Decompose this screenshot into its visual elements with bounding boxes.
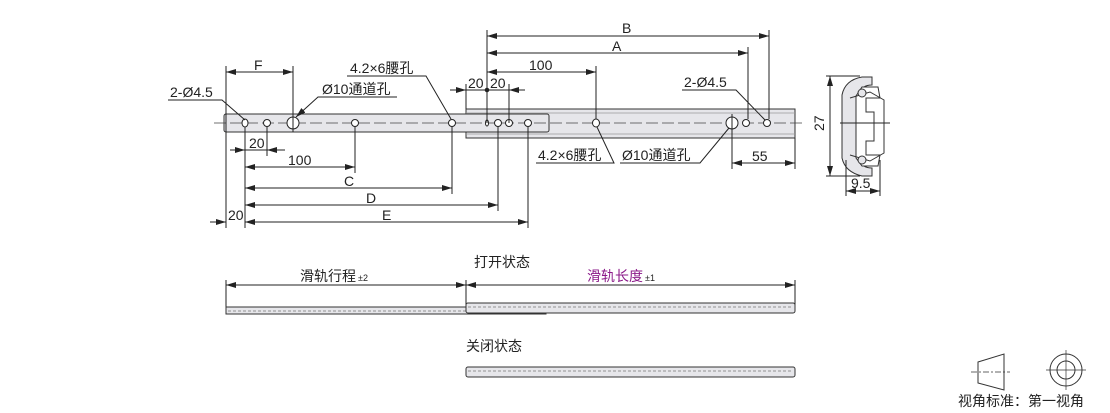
dim-100-top: 100 <box>529 57 553 73</box>
dim-E: E <box>382 207 391 223</box>
open-state-label: 打开状态 <box>474 254 530 270</box>
callout-slot-right: 4.2×6腰孔 <box>538 147 601 163</box>
stroke-label: 滑轨行程±2 <box>300 268 368 284</box>
dim-20-bottom: 20 <box>249 135 265 151</box>
callouts: 2-Ø4.5 Ø10通道孔 4.2×6腰孔 4.2×6腰孔 Ø10通道孔 2-Ø… <box>168 60 766 164</box>
callout-through-hole-right: Ø10通道孔 <box>622 147 690 163</box>
closed-state-label: 关闭状态 <box>466 338 522 354</box>
length-label: 滑轨长度±1 <box>587 268 655 284</box>
dimension-labels: F B A 100 20 20 20 100 C D E 20 55 <box>228 20 768 223</box>
cross-section-view: 27 9.5 <box>811 75 890 196</box>
dimension-lines <box>210 33 795 225</box>
dim-A: A <box>612 38 622 54</box>
dim-9-5: 9.5 <box>851 175 871 191</box>
dim-27: 27 <box>811 115 827 131</box>
callout-through-hole-left: Ø10通道孔 <box>322 81 390 97</box>
state-views: 打开状态 滑轨行程±2 滑轨长度±1 关闭状态 <box>225 254 796 378</box>
dim-F: F <box>254 57 263 73</box>
dim-20a: 20 <box>468 75 484 91</box>
extension-lines <box>225 30 796 228</box>
top-view <box>214 108 805 139</box>
dim-100-bottom: 100 <box>288 152 312 168</box>
dim-D: D <box>366 190 376 206</box>
callout-mount-hole-right: 2-Ø4.5 <box>684 74 727 90</box>
callout-mount-hole-left: 2-Ø4.5 <box>170 84 213 100</box>
dim-20-left: 20 <box>228 207 244 223</box>
dim-B: B <box>622 20 631 36</box>
holes <box>241 116 771 130</box>
callout-slot-left: 4.2×6腰孔 <box>350 60 413 76</box>
projection-symbol: 视角标准：第一视角 <box>958 350 1086 409</box>
dim-C: C <box>344 173 354 189</box>
dim-20b: 20 <box>490 75 506 91</box>
dim-55: 55 <box>752 148 768 164</box>
projection-label: 视角标准：第一视角 <box>958 393 1084 409</box>
open-outer-rail <box>465 302 796 314</box>
closed-rail <box>465 366 796 378</box>
